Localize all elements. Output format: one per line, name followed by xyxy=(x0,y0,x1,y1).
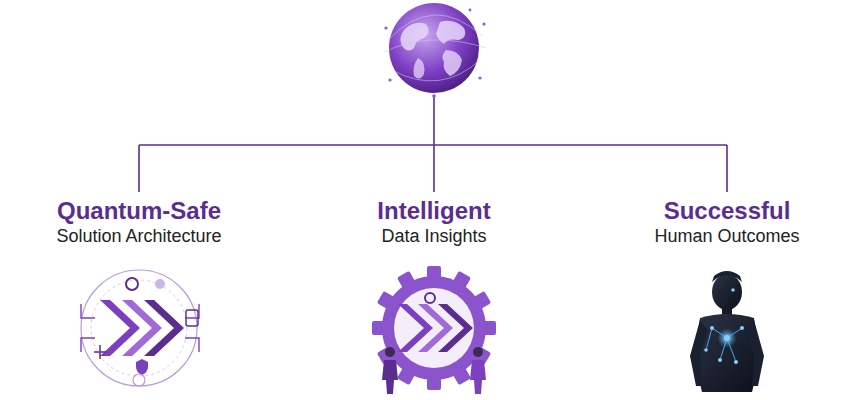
gear-tooth xyxy=(377,291,396,310)
tree-lines xyxy=(139,96,727,192)
gear-tooth xyxy=(397,271,416,290)
gear-tooth xyxy=(482,321,496,335)
human-figure xyxy=(690,271,764,392)
label-group: Quantum-SafeSolution Architecture xyxy=(52,195,225,249)
branch-subtitle: Data Insights xyxy=(377,225,490,247)
gear-tooth xyxy=(397,366,416,385)
branch-heading: Intelligent xyxy=(377,197,490,225)
gear-tooth xyxy=(452,271,471,290)
gear-tooth xyxy=(427,266,441,280)
branch-subtitle: Solution Architecture xyxy=(56,225,221,247)
person-figure xyxy=(470,347,486,394)
label-group: IntelligentData Insights xyxy=(373,195,494,249)
architecture-illustration xyxy=(81,270,199,386)
globe-icon xyxy=(384,3,486,98)
branch-heading: Quantum-Safe xyxy=(56,197,221,225)
gear-tooth xyxy=(427,376,441,390)
gear-tooth xyxy=(472,291,491,310)
gear-tooth xyxy=(372,321,386,335)
data-gear-illustration xyxy=(372,266,496,394)
branch-heading: Successful xyxy=(654,197,799,225)
gear-tooth xyxy=(452,366,471,385)
label-group: SuccessfulHuman Outcomes xyxy=(650,195,803,249)
branch-subtitle: Human Outcomes xyxy=(654,225,799,247)
person-figure xyxy=(382,347,398,394)
